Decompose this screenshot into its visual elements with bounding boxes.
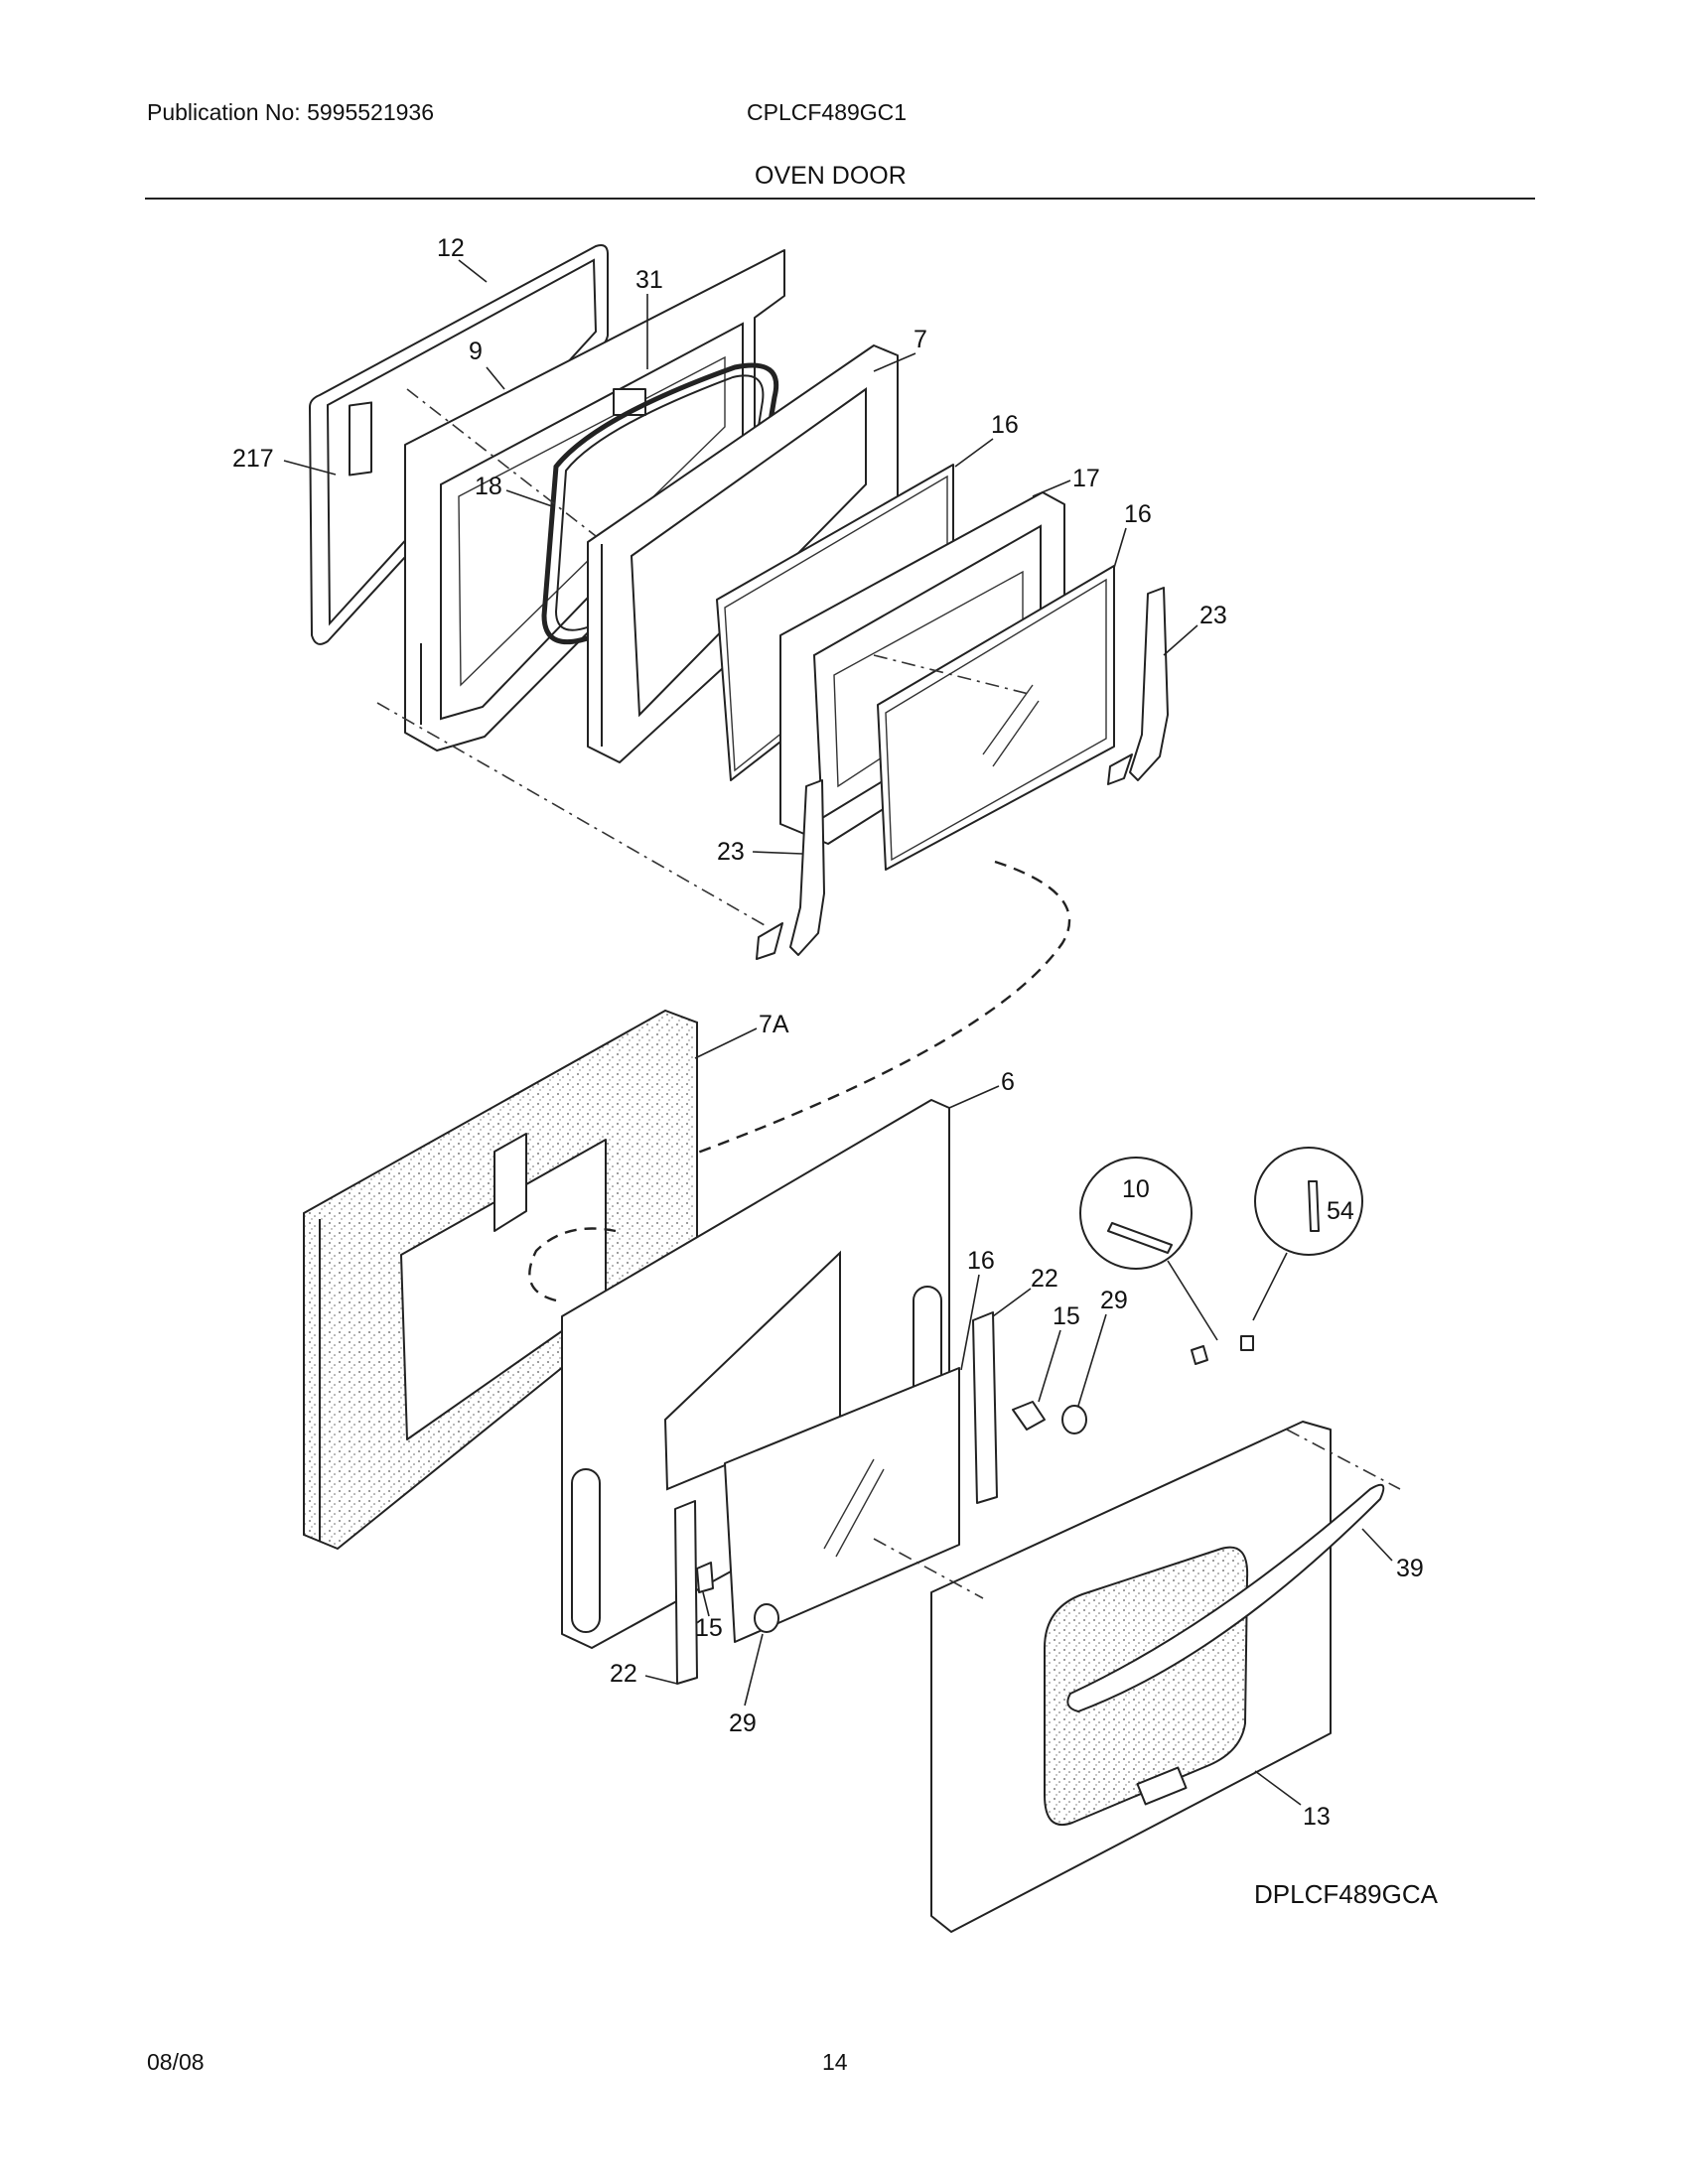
callout-16-lower: 16 (967, 1247, 995, 1275)
part-39-handle (1066, 1483, 1385, 1712)
part-54-screw-detail (1252, 1147, 1363, 1321)
callout-7A: 7A (759, 1011, 789, 1038)
part-10-screw-detail (1079, 1157, 1218, 1341)
header-divider (145, 198, 1535, 200)
part-22-bracket-right (972, 1311, 998, 1504)
part-15-clip-right (1012, 1401, 1046, 1431)
assembly-line-upper-3 (873, 654, 1034, 696)
assembly-line-upper-2 (406, 388, 597, 537)
diagram-code: DPLCF489GCA (1254, 1879, 1438, 1909)
part-23-hinge-left (756, 779, 825, 960)
callout-31: 31 (635, 266, 663, 294)
callout-9: 9 (469, 338, 483, 365)
part-16-glass-lower (724, 1367, 960, 1643)
publication-number: Publication No: 5995521936 (147, 99, 435, 125)
part-23-hinge-right (1107, 587, 1169, 785)
callout-23-left: 23 (717, 838, 745, 866)
callout-7: 7 (914, 326, 927, 353)
callout-10: 10 (1122, 1175, 1150, 1203)
callout-29-right: 29 (1100, 1287, 1128, 1314)
callout-16-upper-right: 16 (1124, 500, 1152, 528)
assembly-curve-left (528, 1227, 617, 1302)
part-22-bracket-left (674, 1500, 698, 1685)
callout-29-left: 29 (729, 1709, 757, 1737)
model-number: CPLCF489GC1 (747, 99, 908, 125)
callout-18: 18 (475, 473, 502, 500)
screw-54-position (1240, 1335, 1254, 1351)
section-title: OVEN DOOR (755, 162, 907, 190)
callout-15-left: 15 (695, 1614, 723, 1642)
page-number: 14 (822, 2049, 848, 2075)
assembly-line-lower-1 (1286, 1429, 1401, 1490)
callout-15-right: 15 (1053, 1302, 1080, 1330)
part-29-bumper-right (1061, 1405, 1087, 1434)
publication-date: 08/08 (147, 2049, 205, 2075)
callout-39: 39 (1396, 1555, 1424, 1582)
callout-23-right: 23 (1199, 602, 1227, 629)
callout-22-right: 22 (1031, 1265, 1058, 1293)
callout-13: 13 (1303, 1803, 1331, 1831)
callout-217: 217 (232, 445, 274, 473)
callout-54: 54 (1327, 1197, 1354, 1225)
part-15-clip-left (696, 1562, 714, 1593)
callout-6: 6 (1001, 1068, 1015, 1096)
callout-22-left: 22 (610, 1660, 637, 1688)
assembly-curve-main (694, 860, 1071, 1156)
callout-17: 17 (1072, 465, 1100, 492)
part-29-bumper-left (754, 1603, 779, 1633)
callout-16-upper-left: 16 (991, 411, 1019, 439)
assembly-line-lower-2 (873, 1538, 984, 1599)
part-16-glass-upper-right (877, 565, 1115, 871)
assembly-line-upper-1 (376, 702, 766, 926)
screw-10-position (1191, 1345, 1208, 1365)
callout-12: 12 (437, 234, 465, 262)
